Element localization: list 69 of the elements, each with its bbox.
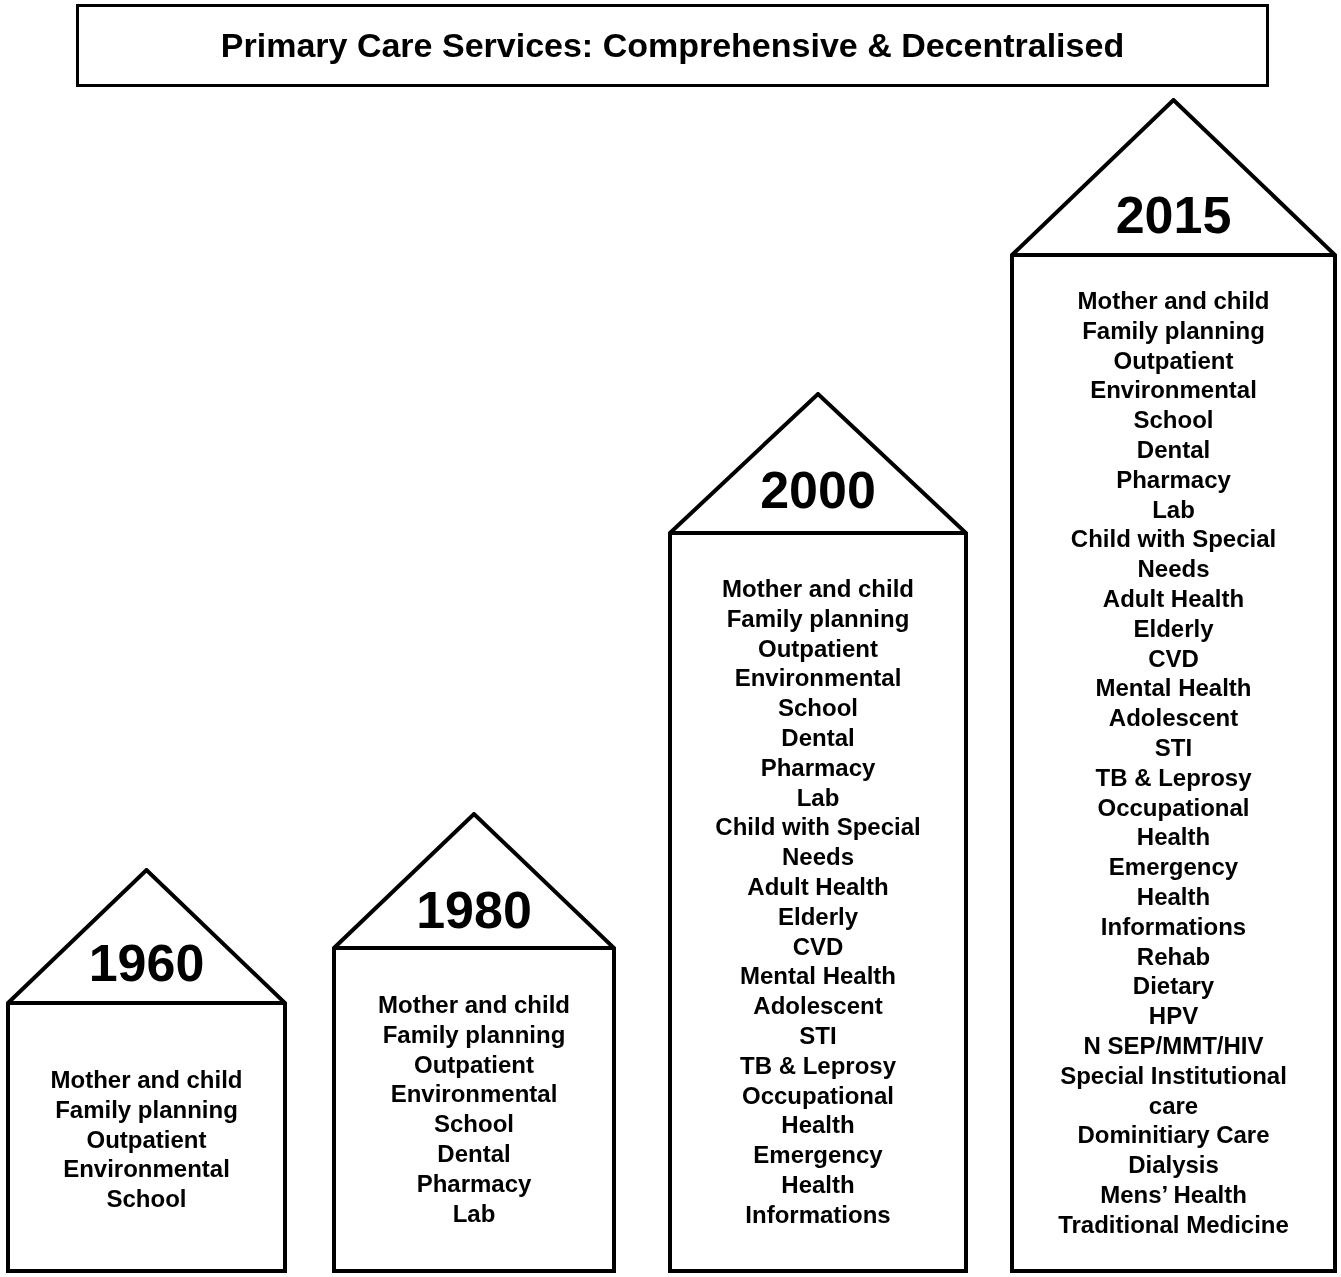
service-item: Pharmacy bbox=[1116, 464, 1231, 495]
service-item: Dialysis bbox=[1128, 1150, 1219, 1180]
service-item: Mental Health bbox=[740, 961, 896, 992]
house-shape bbox=[332, 812, 616, 1273]
service-item: Dental bbox=[1136, 435, 1211, 465]
service-item: Mother and child bbox=[1077, 286, 1270, 316]
service-item: TB & Leprosy bbox=[1095, 762, 1252, 793]
title-banner: Primary Care Services: Comprehensive & Decentralised bbox=[76, 4, 1269, 87]
service-item: Pharmacy bbox=[416, 1168, 532, 1199]
service-item: Environmental bbox=[734, 663, 902, 694]
service-item: Elderly bbox=[1133, 613, 1214, 644]
service-item: Mental Health bbox=[1095, 673, 1252, 704]
year-label: 1980 bbox=[416, 884, 532, 936]
service-item: STI bbox=[1154, 732, 1193, 763]
house-shape bbox=[668, 392, 968, 1273]
house-shape bbox=[6, 868, 287, 1273]
service-item: Mother and child bbox=[378, 990, 570, 1020]
service-item: Special Institutional care bbox=[1059, 1060, 1288, 1121]
service-item: Outpatient bbox=[86, 1124, 207, 1155]
service-item: Health Informations bbox=[745, 1169, 891, 1230]
year-label: 2000 bbox=[760, 464, 876, 516]
service-item: Outpatient bbox=[758, 633, 878, 664]
service-item: Traditional Medicine bbox=[1058, 1209, 1289, 1240]
service-item: Dental bbox=[781, 723, 855, 753]
year-label: 2015 bbox=[1115, 189, 1232, 241]
service-item: Emergency bbox=[1108, 852, 1239, 882]
service-item: HPV bbox=[1148, 1001, 1199, 1031]
service-item: School bbox=[106, 1184, 187, 1214]
service-item: Occupational Health bbox=[1097, 792, 1250, 853]
service-item: Dominitiary Care bbox=[1077, 1120, 1270, 1151]
service-item: Adolescent bbox=[753, 991, 883, 1021]
service-item: Occupational Health bbox=[742, 1080, 894, 1141]
service-item: Adult Health bbox=[747, 871, 889, 902]
service-item: Lab bbox=[452, 1198, 496, 1229]
service-item: Environmental bbox=[1090, 375, 1257, 406]
service-item: School bbox=[778, 693, 858, 723]
service-item: Mother and child bbox=[50, 1065, 243, 1095]
service-item: Lab bbox=[796, 782, 840, 813]
service-item: Environmental bbox=[390, 1079, 558, 1110]
service-item: Family planning bbox=[1082, 315, 1265, 346]
service-item: Health Informations bbox=[1100, 881, 1247, 942]
service-item: N SEP/MMT/HIV bbox=[1083, 1030, 1264, 1061]
service-item: Family planning bbox=[726, 603, 910, 634]
service-item: Adolescent bbox=[1108, 703, 1239, 733]
service-item: Outpatient bbox=[414, 1049, 534, 1080]
service-item: Dental bbox=[437, 1139, 511, 1169]
service-item: School bbox=[434, 1109, 514, 1139]
year-label: 1960 bbox=[88, 937, 205, 989]
service-item: CVD bbox=[1148, 643, 1199, 674]
service-item: Emergency bbox=[753, 1140, 883, 1170]
service-item: Pharmacy bbox=[760, 752, 876, 783]
service-item: School bbox=[1133, 405, 1214, 435]
service-item: Family planning bbox=[382, 1019, 566, 1050]
service-item: Environmental bbox=[63, 1154, 230, 1185]
service-item: Family planning bbox=[55, 1094, 238, 1125]
service-item: TB & Leprosy bbox=[740, 1050, 896, 1081]
service-item: Mother and child bbox=[722, 574, 914, 604]
service-item: Dietary bbox=[1132, 971, 1215, 1002]
service-item: CVD bbox=[792, 931, 844, 962]
service-item: Rehab bbox=[1136, 941, 1211, 972]
house-shape bbox=[1010, 98, 1337, 1273]
service-item: Child with Special Needs bbox=[1069, 524, 1278, 584]
service-item: Outpatient bbox=[1113, 345, 1234, 376]
service-item: STI bbox=[799, 1020, 837, 1051]
service-item: Elderly bbox=[777, 901, 858, 932]
service-item: Adult Health bbox=[1102, 583, 1245, 614]
service-item: Lab bbox=[1152, 494, 1195, 525]
service-item: Mens’ Health bbox=[1100, 1179, 1247, 1210]
service-item: Child with Special Needs bbox=[714, 812, 922, 872]
